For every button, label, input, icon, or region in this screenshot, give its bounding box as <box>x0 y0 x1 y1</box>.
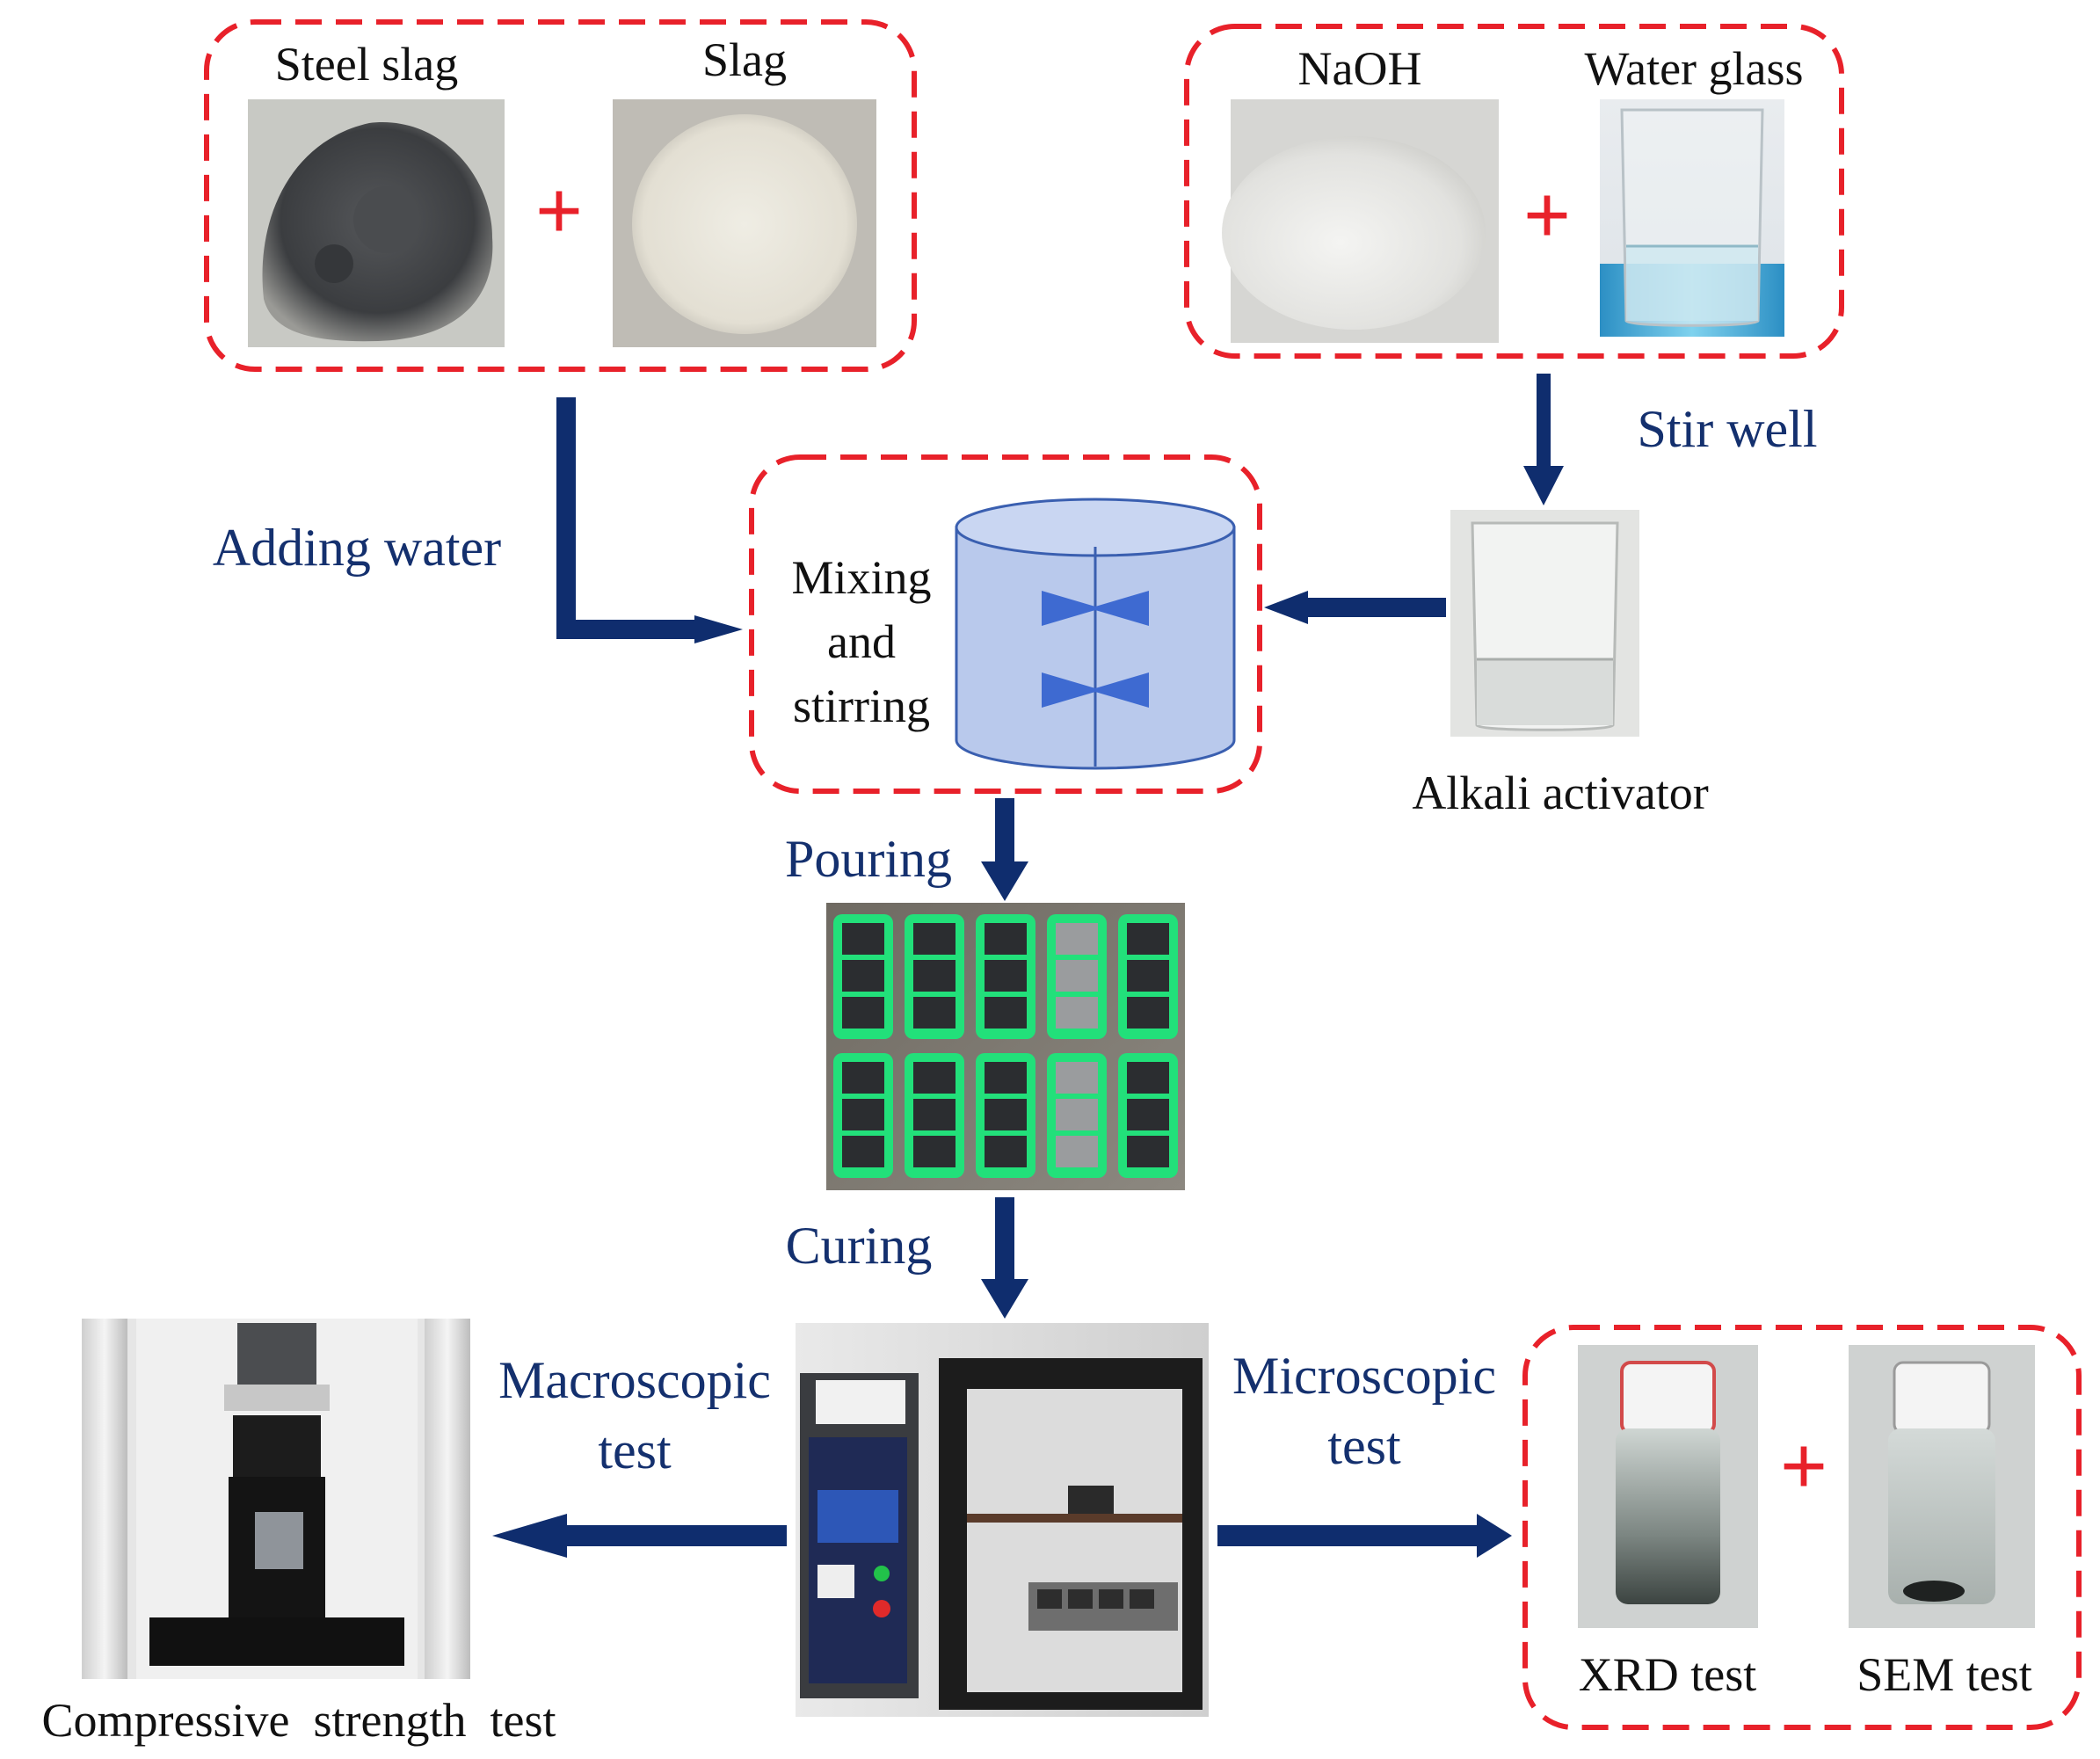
pouring-label: Pouring <box>785 830 952 888</box>
mold-cell <box>985 997 1027 1029</box>
mold-cell <box>985 1136 1027 1167</box>
mold-cell <box>913 1136 956 1167</box>
mold-cell <box>1127 997 1169 1029</box>
mold-cell <box>985 960 1027 992</box>
activator-plus-sign: + <box>1523 168 1572 262</box>
xrd-test-label: XRD test <box>1579 1648 1757 1701</box>
alkali-activator-label: Alkali activator <box>1412 767 1708 819</box>
mold-cell <box>842 1136 884 1167</box>
stir-well-arrow <box>1523 374 1564 505</box>
mold-cell <box>985 1099 1027 1130</box>
naoh-label: NaOH <box>1298 42 1422 95</box>
micro-tests-group: XRD test + SEM test <box>1522 1325 2082 1730</box>
macroscopic-arrow <box>492 1514 787 1558</box>
mold-cell <box>1056 1099 1098 1130</box>
mold-cell <box>1056 1136 1098 1167</box>
micro-tests-dashed-box <box>1522 1325 2082 1730</box>
mold-cell <box>913 997 956 1029</box>
mold-cell <box>1056 1062 1098 1094</box>
raw-materials-group: Steel slag Slag + <box>204 19 917 372</box>
macroscopic-label-line-2: test <box>598 1421 672 1479</box>
slag-label: Slag <box>702 33 787 86</box>
stir-well-label: Stir well <box>1638 400 1818 458</box>
mold-cell <box>842 1062 884 1094</box>
alkali-activator-photo <box>1450 510 1639 737</box>
pouring-arrow <box>981 798 1028 901</box>
curing-arrow <box>981 1197 1028 1319</box>
mold-cell <box>1127 1136 1169 1167</box>
curing-chamber-photo <box>796 1323 1209 1717</box>
microscopic-label-line-2: test <box>1327 1417 1401 1475</box>
mold-cell <box>1127 1099 1169 1130</box>
mold-cell <box>985 923 1027 955</box>
activator-materials-group: NaOH Water glass + <box>1184 24 1844 359</box>
mold-cell <box>1056 923 1098 955</box>
mold-cell <box>1056 960 1098 992</box>
mold-cell <box>913 923 956 955</box>
mixer-icon <box>955 498 1236 770</box>
xrd-vial-photo <box>1578 1345 1758 1628</box>
activator-dashed-box <box>1184 24 1844 359</box>
mixer-label-line-2: and <box>827 615 896 668</box>
mold-cell <box>1056 997 1098 1029</box>
slag-photo <box>613 99 876 347</box>
microscopic-arrow <box>1217 1514 1512 1558</box>
microscopic-label-line-1: Microscopic <box>1232 1347 1496 1405</box>
mold-photo <box>826 903 1185 1190</box>
curing-label: Curing <box>786 1217 933 1275</box>
mold-cell <box>842 960 884 992</box>
mold-cell <box>913 960 956 992</box>
raw-materials-dashed-box <box>204 19 917 372</box>
mold-cell <box>913 1099 956 1130</box>
activator-to-mixer-arrow <box>1264 591 1446 624</box>
mixer-dashed-box <box>749 454 1262 794</box>
mixer-group: Mixing and stirring <box>749 454 1262 794</box>
macroscopic-label-line-1: Macroscopic <box>498 1351 771 1409</box>
adding-water-arrow <box>556 397 743 643</box>
mold-cell <box>842 923 884 955</box>
mold-cell <box>842 997 884 1029</box>
naoh-photo <box>1222 99 1499 343</box>
steel-slag-photo <box>248 99 505 347</box>
compressive-strength-label: Compressive strength test <box>42 1694 556 1747</box>
mold-cell <box>842 1099 884 1130</box>
mold-cell <box>1127 960 1169 992</box>
mold-cell <box>1127 1062 1169 1094</box>
mixer-label-line-3: stirring <box>793 680 930 732</box>
raw-plus-sign: + <box>535 164 584 258</box>
water-glass-label: Water glass <box>1584 42 1803 95</box>
sem-vial-photo <box>1849 1345 2035 1628</box>
sem-test-label: SEM test <box>1857 1648 2032 1701</box>
adding-water-label: Adding water <box>213 519 501 577</box>
mixer-label-line-1: Mixing <box>791 551 931 604</box>
water-glass-photo <box>1600 99 1784 337</box>
mold-cell <box>1127 923 1169 955</box>
press-machine-photo <box>82 1319 470 1679</box>
mold-cell <box>985 1062 1027 1094</box>
micro-plus-sign: + <box>1780 1419 1828 1513</box>
mold-cell <box>913 1062 956 1094</box>
steel-slag-label: Steel slag <box>275 38 458 91</box>
